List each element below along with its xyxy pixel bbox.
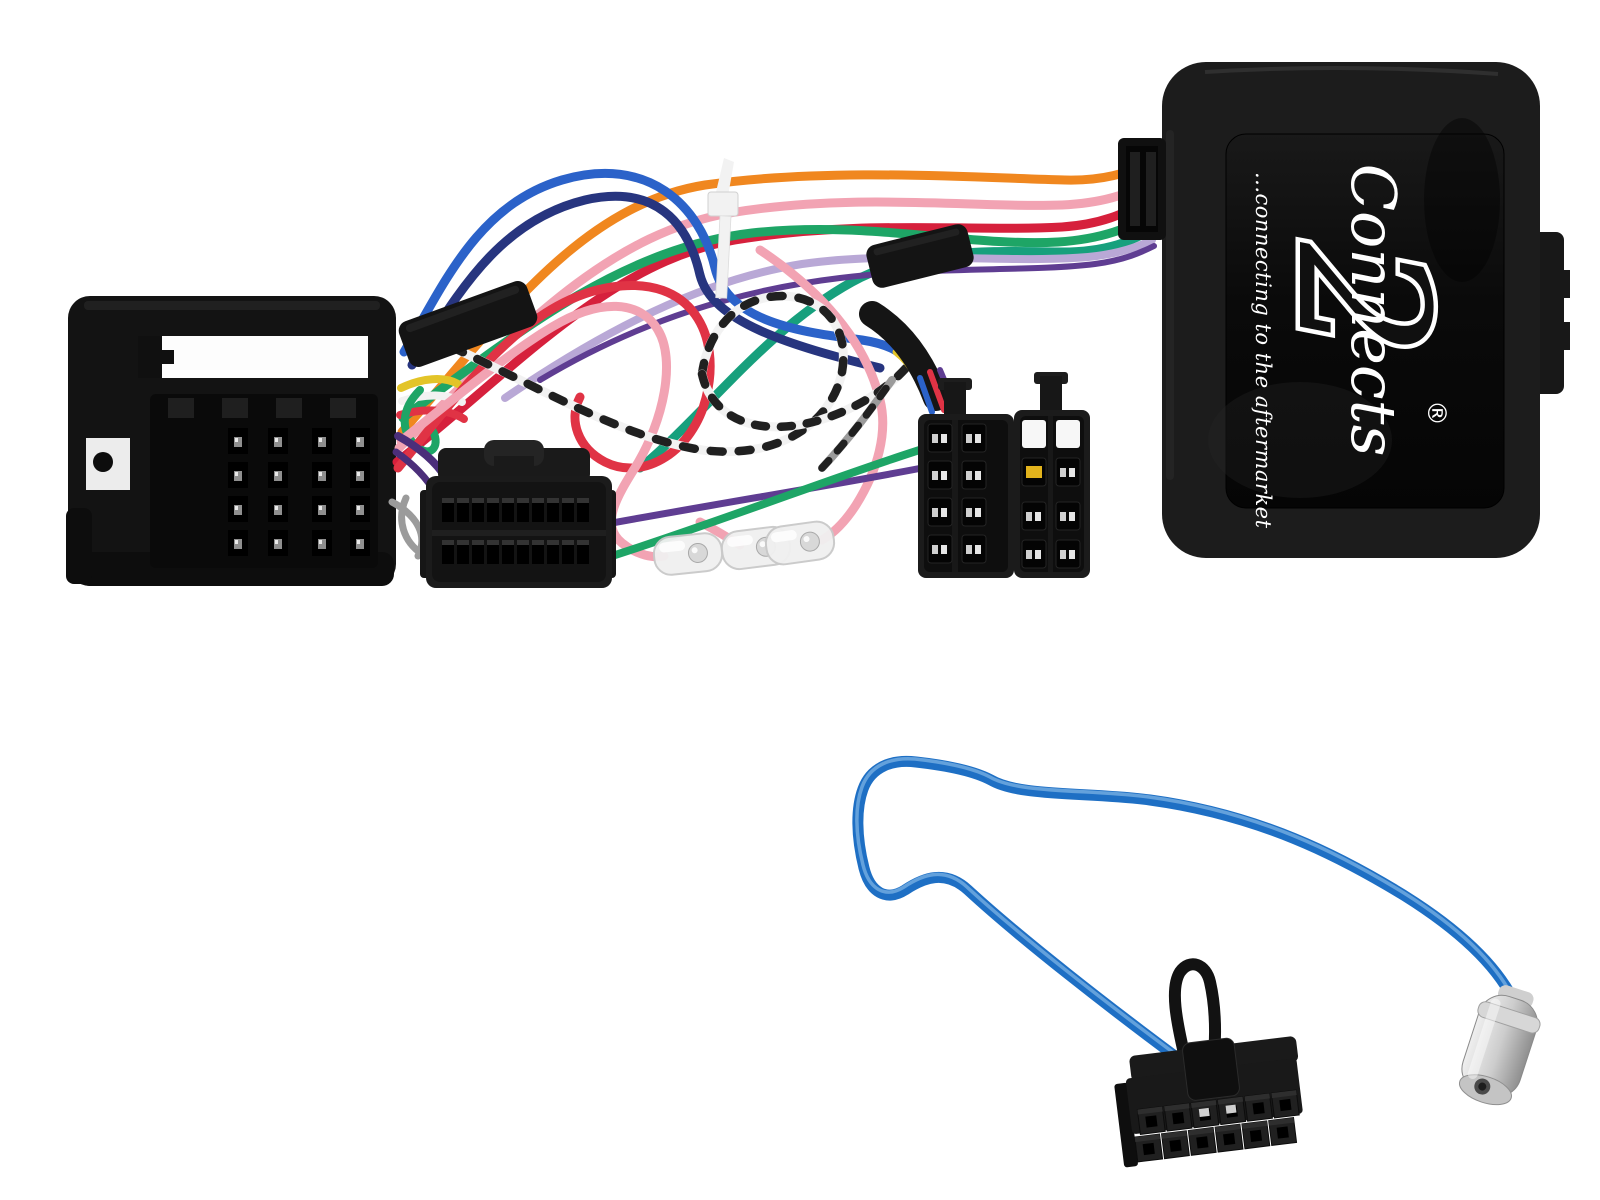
wire-violet-cross [608, 464, 926, 527]
iso-connector-right [1014, 372, 1090, 578]
logo-script: Connects [1337, 164, 1410, 457]
bullet-terminal-3 [764, 520, 836, 566]
through-hole [1022, 420, 1046, 448]
plug-highlight [1467, 998, 1501, 1079]
tape-wrap-left [398, 281, 538, 367]
plug-socket-hole [1478, 1082, 1487, 1091]
wire-pink-loop-bullet1 [396, 301, 672, 562]
pin-contact [1198, 1107, 1210, 1118]
zip-tie-head [707, 191, 739, 217]
divider [952, 420, 958, 572]
divider [1048, 416, 1053, 572]
wire-pink-to-bullet3 [755, 245, 888, 545]
iso-connector-left [918, 378, 1014, 578]
quadlock-slot-key [138, 336, 162, 378]
interface-box: 2 Connects ® ...connecting to the afterm… [1118, 62, 1570, 558]
antenna-cable-highlight [855, 756, 1514, 1061]
quadlock-connector [66, 296, 396, 586]
side-tab-connector [1538, 232, 1570, 394]
wire-blue [399, 168, 923, 377]
wire-red-fan [927, 369, 947, 413]
connects2-logo: 2 Connects ® ...connecting to the afterm… [1251, 164, 1471, 529]
box-top-highlight [1204, 65, 1499, 76]
wire-harness [388, 161, 1157, 562]
label-sheen [1208, 382, 1392, 498]
harness-24pin-connector [420, 440, 616, 588]
quadlock-top-slot [138, 336, 368, 378]
zip-tie [707, 158, 739, 299]
left-face [1114, 1082, 1138, 1168]
zip-tie-strap [715, 215, 732, 299]
din-antenna-plug [1458, 985, 1541, 1106]
wire-grey-b [398, 494, 426, 558]
quadlock-recess [150, 394, 378, 568]
iso-bundle-sheath [859, 301, 949, 411]
zip-tie-tail [716, 158, 734, 196]
quadlock-ridges [168, 398, 356, 418]
connector-strap [1168, 958, 1221, 1068]
wire-green-cross [602, 444, 930, 562]
molex-12pin-connector [1114, 1036, 1303, 1168]
bullet-terminal-1 [652, 532, 724, 576]
latch-clip [1182, 1037, 1240, 1101]
wire-blue-fan [917, 375, 935, 415]
through-hole [1056, 420, 1080, 448]
bullet-terminals [652, 520, 836, 576]
mid-ridge [432, 530, 606, 536]
latch-stem [1040, 376, 1062, 418]
wire-twisted-black-loop [447, 291, 848, 456]
antenna-cable [852, 755, 1519, 1068]
logo-tagline: ...connecting to the aftermarket [1251, 172, 1275, 529]
wire-yellow-short [397, 375, 462, 392]
antenna-adapter [852, 755, 1541, 1168]
quadlock-slot-step [162, 350, 174, 364]
registered-mark: ® [1421, 400, 1451, 426]
logo-numeral: 2 [1257, 242, 1466, 358]
quadlock-side-knob [93, 452, 113, 472]
face [924, 420, 1008, 572]
box-label [1225, 133, 1505, 509]
box-left-highlight [1166, 130, 1174, 480]
wire-grey-twist-dark [818, 376, 896, 472]
latch-stem [944, 382, 966, 422]
box-input-connector [1118, 138, 1166, 240]
wire-navy [407, 191, 885, 373]
iso-right-pins [1021, 420, 1081, 569]
quadlock-top-bevel [84, 301, 380, 310]
tape-wrap-right [866, 224, 974, 288]
yellow-contact-hole [1021, 457, 1047, 487]
wire-lilac [501, 236, 1156, 402]
quadlock-left-foot [66, 508, 92, 584]
label-shadow [1424, 118, 1500, 282]
plug-collar [1477, 1001, 1541, 1034]
pin-contact [1225, 1104, 1237, 1114]
